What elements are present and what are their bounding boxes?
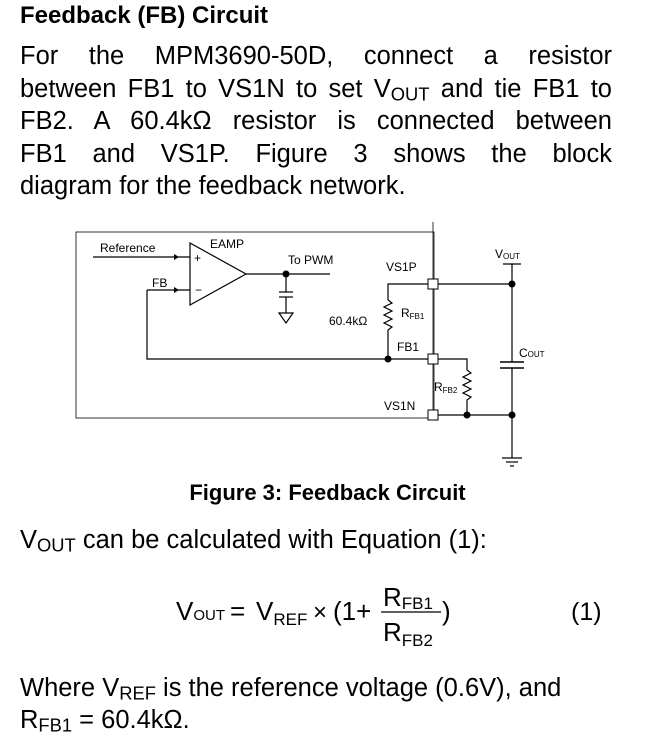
eq-numerator: RFB1 — [383, 582, 433, 613]
ground-icon — [277, 312, 295, 325]
footnote-line: Where VREF is the reference voltage (0.6… — [20, 672, 561, 704]
rfb2-resistor — [438, 358, 473, 415]
intro-paragraph: For the MPM3690-50D, connect a resistor … — [20, 40, 612, 203]
footnote-text: Where V — [20, 674, 120, 702]
rfb2-label: RFB2 — [434, 380, 458, 395]
to-pwm-label: To PWM — [288, 253, 333, 267]
plus-sign: + — [194, 251, 201, 265]
vs1n-pin — [427, 409, 439, 421]
vout-label: VOUT — [495, 247, 520, 261]
section-heading: Feedback (FB) Circuit — [20, 2, 269, 29]
fb-arrow — [174, 287, 179, 293]
rfb2-node — [463, 411, 471, 419]
footnote-text: is the reference voltage (0.6V), and — [155, 674, 562, 702]
eq-close: ) — [442, 596, 451, 626]
vout-subscript: OUT — [390, 82, 430, 104]
intro-text: FB1 and VS1P. Figure 3 shows the block — [20, 139, 612, 168]
intro-text: can be calculated with Equation (1): — [75, 526, 487, 554]
eq-number: (1) — [571, 598, 602, 626]
gnd-node — [508, 411, 516, 419]
footnote-text: R — [20, 706, 39, 734]
fb1-label: FB1 — [397, 340, 419, 354]
rfb1-label: RFB1 — [401, 306, 425, 321]
intro-line: between FB1 to VS1N to set VOUT and tie … — [20, 73, 612, 106]
eq-vref: VREF — [256, 596, 307, 629]
footnote-line: RFB1 = 60.4kΩ. — [20, 704, 561, 736]
reference-label: Reference — [100, 241, 156, 255]
footnote-paragraph: Where VREF is the reference voltage (0.6… — [20, 672, 561, 736]
eq-open: (1+ — [333, 596, 371, 626]
figure-caption: Figure 3: Feedback Circuit — [189, 480, 466, 505]
feedback-circuit-diagram: Reference FB EAMP + − To PWM VS1P 60.4kΩ… — [75, 222, 545, 467]
chip-boundary — [75, 231, 435, 419]
eq-denominator: RFB2 — [383, 617, 433, 650]
vout-node — [508, 280, 516, 288]
intro-text: and tie FB1 to — [429, 74, 612, 103]
vref-subscript: REF — [119, 682, 156, 704]
intro-text: V — [20, 526, 38, 554]
rfb1-subscript: FB1 — [38, 714, 73, 736]
eq-lhs: VOUT — [176, 596, 225, 626]
resistor-value-label: 60.4kΩ — [329, 314, 367, 328]
cout-label: COUT — [519, 346, 545, 360]
fb1-node — [384, 355, 392, 363]
eq-equals: = — [230, 596, 245, 626]
fb-label: FB — [152, 276, 167, 290]
footnote-text: = 60.4kΩ. — [72, 706, 190, 734]
minus-sign: − — [195, 283, 202, 297]
vout-subscript: OUT — [37, 534, 76, 556]
intro-text: between FB1 to VS1N to set V — [20, 74, 391, 103]
intro-text: FB2. A 60.4kΩ resistor is connected betw… — [20, 107, 612, 135]
equation-1: VOUT = VREF × (1+ RFB1 RFB2 ) (1) — [176, 582, 602, 650]
vs1p-wire — [387, 283, 512, 300]
eamp-symbol — [189, 241, 248, 307]
fb1-pin — [427, 353, 439, 365]
rfb1-resistor — [382, 299, 394, 359]
intro-line: FB1 and VS1P. Figure 3 shows the block — [20, 138, 612, 171]
vs1n-label: VS1N — [384, 399, 415, 413]
intro-line: FB2. A 60.4kΩ resistor is connected betw… — [20, 105, 612, 138]
vs1p-pin — [427, 278, 439, 290]
intro-text: diagram for the feedback network. — [20, 172, 406, 200]
reference-arrow — [174, 254, 179, 260]
intro-line: For the MPM3690-50D, connect a resistor — [20, 40, 612, 73]
eamp-label: EAMP — [210, 237, 244, 251]
equation-intro: VOUT can be calculated with Equation (1)… — [20, 526, 487, 555]
vs1p-label: VS1P — [386, 260, 417, 274]
intro-text: For the MPM3690-50D, connect a resistor — [20, 42, 612, 70]
intro-line: diagram for the feedback network. — [20, 170, 612, 203]
feedback-loop-wire — [146, 290, 434, 360]
eq-times: × — [313, 599, 327, 626]
